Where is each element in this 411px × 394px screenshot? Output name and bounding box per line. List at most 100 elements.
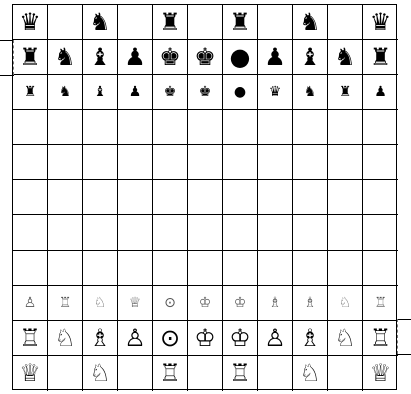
- board-square[interactable]: [83, 251, 118, 286]
- board-square[interactable]: [48, 251, 83, 286]
- board-square-piece[interactable]: ♜: [328, 75, 363, 110]
- board-square[interactable]: [328, 5, 363, 40]
- board-square[interactable]: [258, 145, 293, 180]
- board-square-piece[interactable]: ♚: [188, 40, 223, 75]
- board-square-piece[interactable]: ♜: [153, 5, 188, 40]
- board-square[interactable]: [153, 145, 188, 180]
- board-square[interactable]: [48, 356, 83, 391]
- board-square[interactable]: [258, 251, 293, 286]
- board-square[interactable]: [223, 110, 258, 145]
- board-square-piece[interactable]: ♖: [153, 356, 188, 391]
- board-square[interactable]: [363, 110, 398, 145]
- board-square[interactable]: [188, 110, 223, 145]
- board-square[interactable]: [328, 356, 363, 391]
- board-square[interactable]: [48, 215, 83, 250]
- board-square-piece[interactable]: ♘: [48, 321, 83, 356]
- board-square[interactable]: [153, 251, 188, 286]
- board-square[interactable]: [328, 215, 363, 250]
- board-square[interactable]: [188, 145, 223, 180]
- board-square[interactable]: [363, 145, 398, 180]
- board-square-piece[interactable]: ♘: [83, 356, 118, 391]
- board-square[interactable]: [83, 110, 118, 145]
- board-square-piece[interactable]: ♙: [13, 286, 48, 321]
- board-square[interactable]: [223, 251, 258, 286]
- board-square[interactable]: [188, 251, 223, 286]
- board-square-piece[interactable]: ♖: [363, 286, 398, 321]
- board-square-piece[interactable]: ♚: [153, 75, 188, 110]
- board-square[interactable]: [223, 215, 258, 250]
- board-square-piece[interactable]: ♘: [293, 356, 328, 391]
- board-square[interactable]: [13, 251, 48, 286]
- board-square-piece[interactable]: ♞: [48, 40, 83, 75]
- board-square[interactable]: [118, 215, 153, 250]
- board-square[interactable]: [223, 145, 258, 180]
- board-square[interactable]: [258, 356, 293, 391]
- board-square[interactable]: [118, 5, 153, 40]
- board-square[interactable]: [48, 145, 83, 180]
- board-square-piece[interactable]: ♚: [153, 40, 188, 75]
- board-square-piece[interactable]: ♟: [118, 40, 153, 75]
- board-square-piece[interactable]: ♞: [328, 40, 363, 75]
- board-square-piece[interactable]: ♞: [48, 75, 83, 110]
- board-square[interactable]: [13, 145, 48, 180]
- board-square-piece[interactable]: ♞: [293, 5, 328, 40]
- board-square-piece[interactable]: ♜: [13, 40, 48, 75]
- board-square-piece[interactable]: ♔: [188, 286, 223, 321]
- board-square[interactable]: [293, 145, 328, 180]
- board-square[interactable]: [13, 180, 48, 215]
- board-square[interactable]: [48, 110, 83, 145]
- board-square-piece[interactable]: ♜: [13, 75, 48, 110]
- board-square[interactable]: [118, 180, 153, 215]
- board-square[interactable]: [153, 215, 188, 250]
- board-square[interactable]: [118, 356, 153, 391]
- board-square[interactable]: [153, 110, 188, 145]
- board-square[interactable]: [293, 180, 328, 215]
- board-square[interactable]: [293, 215, 328, 250]
- board-square[interactable]: [223, 180, 258, 215]
- board-square[interactable]: [118, 251, 153, 286]
- board-square-piece[interactable]: ♛: [13, 5, 48, 40]
- board-square-piece[interactable]: ♘: [328, 321, 363, 356]
- board-square[interactable]: [83, 145, 118, 180]
- board-square-piece[interactable]: ♕: [363, 356, 398, 391]
- board-square-piece[interactable]: ♝: [293, 40, 328, 75]
- board-square-piece[interactable]: ♕: [118, 286, 153, 321]
- board-square[interactable]: [48, 180, 83, 215]
- board-square-piece[interactable]: ♝: [83, 75, 118, 110]
- board-square-piece[interactable]: ♖: [363, 321, 398, 356]
- board-square[interactable]: [48, 5, 83, 40]
- board-square-piece[interactable]: ♖: [48, 286, 83, 321]
- board-square[interactable]: [293, 110, 328, 145]
- board-square-piece[interactable]: ♘: [328, 286, 363, 321]
- board-square[interactable]: [293, 251, 328, 286]
- board-square-piece[interactable]: ♟: [363, 75, 398, 110]
- board-square[interactable]: [363, 215, 398, 250]
- board-square-piece[interactable]: ♜: [223, 5, 258, 40]
- board-square-piece[interactable]: ♛: [363, 5, 398, 40]
- board-square-piece[interactable]: ♖: [13, 321, 48, 356]
- board-square[interactable]: [258, 180, 293, 215]
- board-square[interactable]: [188, 180, 223, 215]
- board-square[interactable]: [188, 5, 223, 40]
- board-square-piece[interactable]: ⊙: [153, 321, 188, 356]
- board-square[interactable]: [13, 110, 48, 145]
- board-square-piece[interactable]: ♟: [118, 75, 153, 110]
- board-square-piece[interactable]: ♖: [223, 356, 258, 391]
- board-square-piece[interactable]: ♗: [83, 321, 118, 356]
- board-square[interactable]: [328, 180, 363, 215]
- board-square-piece[interactable]: ♔: [223, 321, 258, 356]
- board-square[interactable]: [118, 145, 153, 180]
- board-square-piece[interactable]: ♜: [363, 40, 398, 75]
- board-square[interactable]: [258, 110, 293, 145]
- board-square-piece[interactable]: ●: [223, 75, 258, 110]
- board-square[interactable]: [328, 110, 363, 145]
- board-square-piece[interactable]: ♗: [258, 286, 293, 321]
- board-square-piece[interactable]: ♚: [188, 75, 223, 110]
- board-square[interactable]: [153, 180, 188, 215]
- board-square[interactable]: [328, 145, 363, 180]
- board-square[interactable]: [363, 180, 398, 215]
- board-square-piece[interactable]: ♔: [188, 321, 223, 356]
- board-square-piece[interactable]: ♙: [258, 321, 293, 356]
- board-square-piece[interactable]: ♞: [293, 75, 328, 110]
- board-square-piece[interactable]: ⊙: [153, 286, 188, 321]
